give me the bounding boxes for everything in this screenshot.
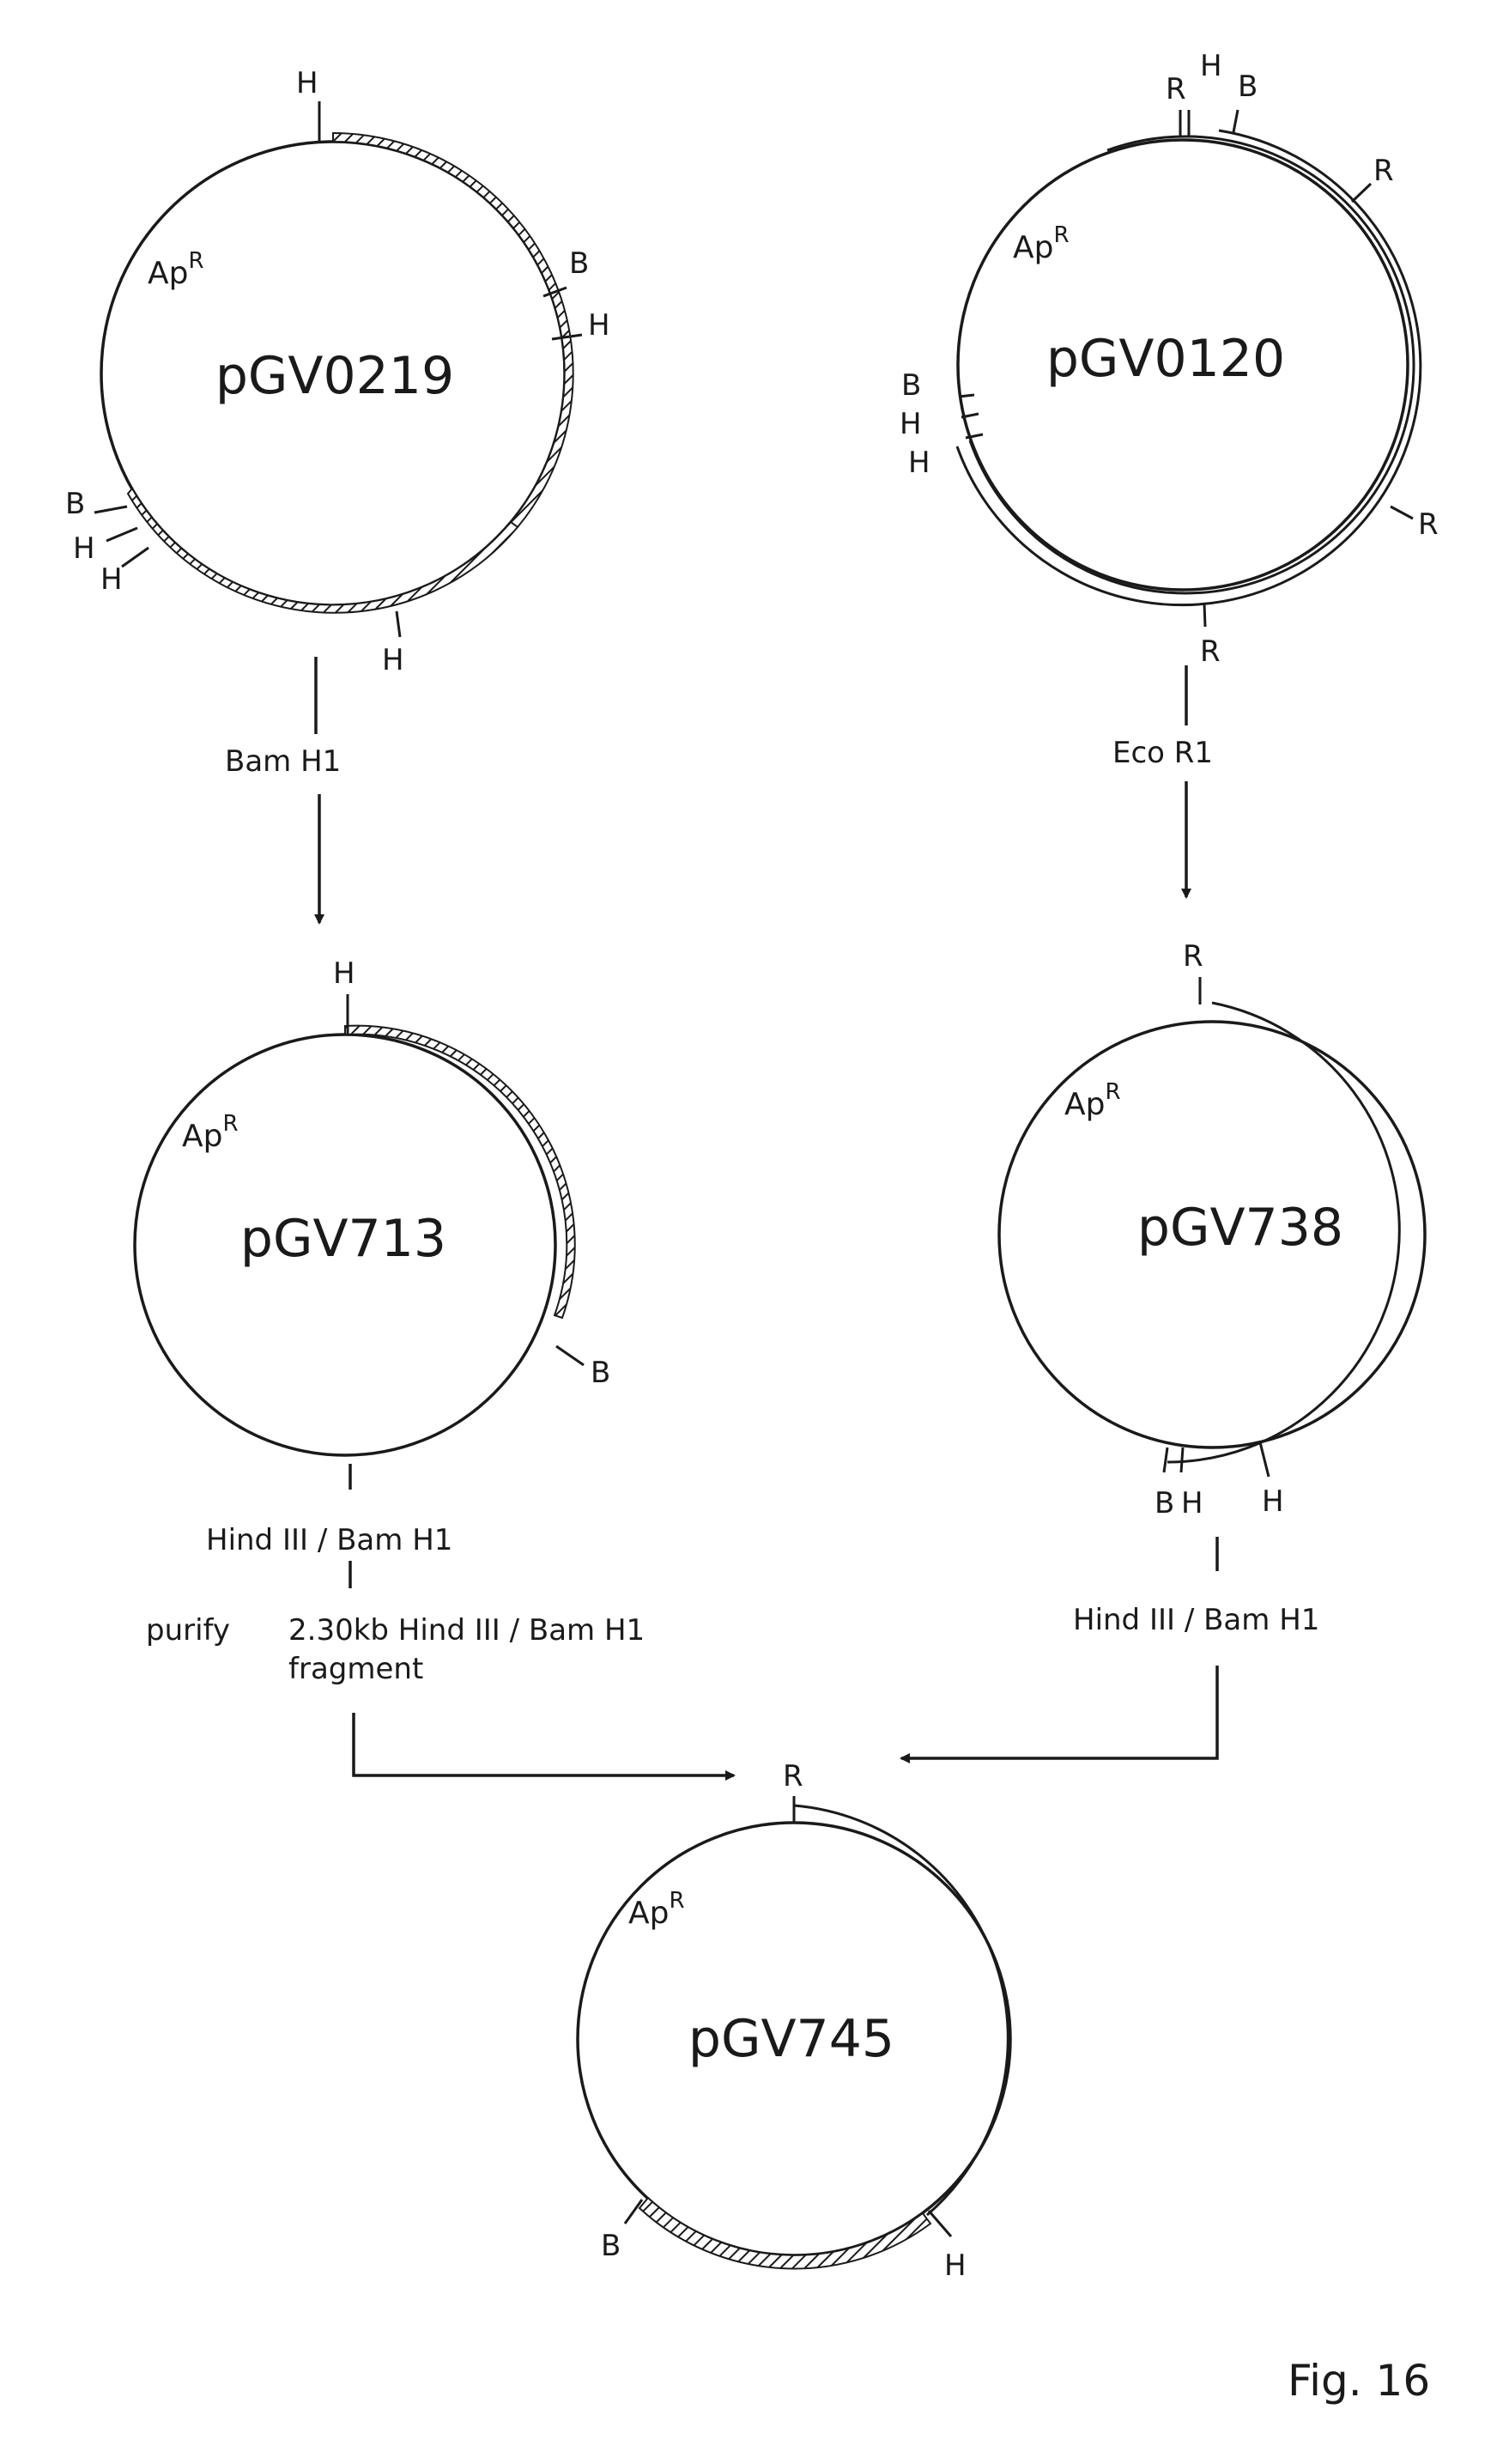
site-tick: [94, 507, 127, 513]
site-label: B: [901, 368, 921, 403]
site-tick: [1391, 507, 1413, 519]
step-label: Hind III / Bam H1: [206, 1523, 452, 1557]
step-label: purify: [146, 1613, 230, 1648]
site-label: R: [1166, 72, 1186, 106]
site-tick: [1352, 184, 1371, 202]
site-label: H: [100, 562, 123, 597]
step-label: Hind III / Bam H1: [1073, 1603, 1319, 1637]
site-tick: [556, 1346, 584, 1365]
step-arrow: [354, 1713, 734, 1775]
plasmid-name: pGV0219: [215, 346, 454, 406]
step-label: Bam H1: [225, 744, 341, 779]
site-label: H: [900, 407, 922, 441]
plasmid-pgv745: R B H ApR pGV745: [578, 1759, 1010, 2283]
site-label: B: [65, 487, 85, 521]
site-label: R: [1200, 634, 1221, 669]
site-tick: [1181, 1447, 1183, 1472]
plasmid-name: pGV738: [1137, 1198, 1343, 1258]
step-label: Eco R1: [1112, 736, 1213, 770]
plasmid-name: pGV713: [240, 1209, 446, 1269]
site-label: R: [783, 1759, 803, 1793]
site-label: H: [1262, 1484, 1284, 1519]
site-tick: [959, 395, 974, 397]
step-ecori: Eco R1: [1112, 665, 1213, 897]
marker-apr: ApR: [148, 248, 204, 291]
site-tick: [1204, 604, 1205, 627]
step-left-digest: Hind III / Bam H1 purify 2.30kb Hind III…: [146, 1464, 734, 1775]
site-label: B: [591, 1356, 610, 1390]
marker-apr: ApR: [1064, 1079, 1121, 1122]
step-bamhi: Bam H1: [225, 657, 341, 923]
site-label: H: [588, 308, 610, 343]
site-label: R: [1418, 507, 1439, 542]
marker-apr: ApR: [1013, 222, 1070, 265]
site-label: B: [601, 2229, 621, 2263]
site-label: H: [908, 446, 930, 480]
site-label: H: [1181, 1486, 1203, 1520]
plasmid-pgv0120: R H B R R R B H H ApR pGV0120: [900, 49, 1439, 669]
site-label: B: [1155, 1486, 1174, 1520]
site-label: B: [1238, 70, 1258, 104]
step-right-digest: Hind III / Bam H1: [901, 1537, 1319, 1758]
site-tick: [1164, 1447, 1167, 1472]
site-tick: [1260, 1442, 1269, 1477]
figure-label: Fig. 16: [1288, 2356, 1430, 2406]
site-tick: [106, 528, 137, 541]
step-arrow: [901, 1666, 1217, 1758]
site-tick: [122, 548, 148, 567]
site-label: R: [1183, 939, 1203, 974]
site-label: H: [333, 956, 355, 991]
plasmid-name: pGV745: [688, 2009, 894, 2069]
step-label: 2.30kb Hind III / Bam H1: [288, 1613, 645, 1648]
marker-apr: ApR: [628, 1888, 685, 1931]
marker-apr: ApR: [182, 1111, 239, 1154]
site-label: B: [569, 246, 589, 281]
site-label: H: [296, 66, 318, 100]
site-label: H: [382, 643, 404, 677]
site-label: H: [73, 531, 95, 566]
site-label: R: [1373, 154, 1394, 188]
plasmid-pgv738: R B H H ApR pGV738: [999, 939, 1425, 1520]
hatched-insert-right: [333, 133, 573, 527]
site-tick: [397, 611, 400, 637]
plasmid-pgv713: H B ApR pGV713: [135, 956, 610, 1455]
site-label: H: [1200, 49, 1222, 83]
hatched-insert-lower: [128, 489, 518, 613]
step-label: fragment: [288, 1652, 423, 1686]
site-tick: [1233, 110, 1238, 132]
plasmid-name: pGV0120: [1046, 329, 1285, 389]
plasmid-pgv0219: H B H B H H H ApR pGV0219: [65, 66, 610, 677]
site-tick: [929, 2211, 951, 2236]
site-tick: [625, 2200, 642, 2224]
site-label: H: [944, 2249, 967, 2283]
